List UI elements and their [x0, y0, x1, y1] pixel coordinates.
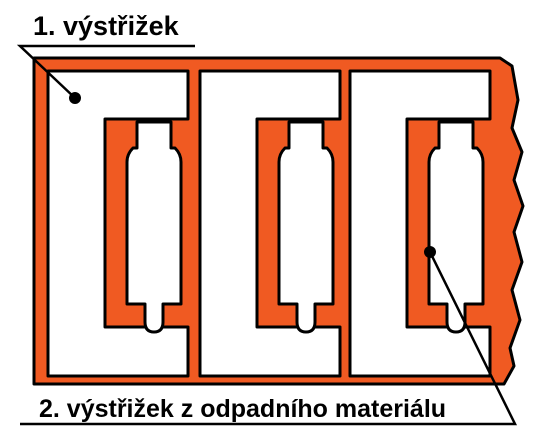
label-first-blank: 1. výstřižek	[33, 11, 179, 41]
waste-blank-1	[125, 120, 183, 334]
leader-dot-1	[69, 92, 81, 104]
leader-line-1	[16, 44, 195, 99]
label-second-blank: 2. výstřižek z odpadního materiálu	[39, 395, 447, 423]
leader-line-2	[20, 251, 518, 426]
waste-blank-3	[427, 120, 485, 334]
waste-blank-2	[277, 120, 335, 334]
leader-dot-2	[424, 246, 436, 258]
